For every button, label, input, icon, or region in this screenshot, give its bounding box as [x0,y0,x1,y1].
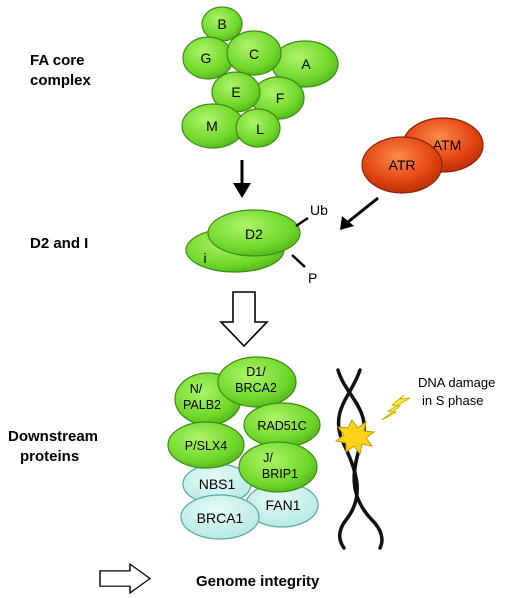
protein-label-palb2: PALB2 [183,398,221,412]
protein-label-nbs1: NBS1 [199,476,236,492]
d2-i-complex: i D2 [185,209,301,273]
label-fa-core-line1: FA core [30,52,84,69]
core-protein-g: G [182,36,234,80]
protein-label-j: J/ [263,451,273,465]
fa-core-complex: B G A C F E M L [181,6,339,149]
arrow-atr-to-d2 [340,196,379,230]
core-protein-c: C [226,30,282,76]
kinase-label-atr: ATR [389,157,416,173]
protein-label-n: N/ [190,382,203,396]
phospho-label: P [308,270,317,286]
core-label-e: E [231,84,240,100]
protein-j-brip1: J/ BRIP1 [238,441,318,493]
protein-d1-brca2: D1/ BRCA2 [217,356,297,408]
protein-label-fan1: FAN1 [265,497,300,513]
core-label-f: F [276,90,285,106]
core-protein-l: L [235,108,281,148]
protein-label-rad51c: RAD51C [257,419,306,433]
label-downstream-line1: Downstream [8,428,98,445]
ubiquitin-label: Ub [310,202,328,218]
core-label-g: G [201,50,212,66]
core-label-a: A [301,56,311,72]
protein-brca1: BRCA1 [180,494,260,540]
protein-rad51c: RAD51C [243,402,321,448]
dna-damage-label-line2: in S phase [422,393,483,408]
arrow-core-to-d2 [233,160,251,198]
dna-damage-label-line1: DNA damage [418,375,495,390]
core-label-m: M [206,118,218,134]
protein-label-brip1: BRIP1 [262,467,298,481]
protein-label-brca2: BRCA2 [235,381,277,395]
core-protein-b: B [201,6,243,42]
lightning-bolt-icon [381,394,411,421]
core-protein-a: A [271,40,339,88]
label-downstream-line2: proteins [20,448,79,465]
core-label-c: C [249,46,259,62]
protein-nbs1: NBS1 [182,463,252,505]
protein-label-p-slx4: P/SLX4 [185,439,227,453]
label-fa-core-line2: complex [30,72,92,89]
label-d2-and-i: D2 and I [30,235,88,252]
kinase-complex: ATM ATR [361,117,484,194]
protein-label-brca1: BRCA1 [197,510,244,526]
kinase-label-atm: ATM [433,137,462,153]
kinase-atr: ATR [361,136,443,194]
genome-integrity-label: Genome integrity [196,573,320,590]
dna-damage-star-icon [334,419,376,456]
protein-d2: D2 [207,209,301,257]
protein-label-d1: D1/ [246,365,266,379]
hollow-arrow-right [99,562,152,595]
protein-label-i: i [203,250,206,266]
protein-label-d2: D2 [245,226,263,242]
phospho-mark: P [291,254,317,286]
ubiquitin-mark: Ub [295,202,328,228]
core-label-b: B [217,16,226,32]
core-protein-m: M [181,103,245,149]
protein-p-slx4: P/SLX4 [167,421,245,469]
hollow-arrow-down [219,291,269,348]
core-label-l: L [256,121,264,137]
dna-helix [336,368,384,550]
downstream-complex: NBS1 FAN1 BRCA1 N/ PALB2 D1/ BRCA2 RAD51… [167,356,321,540]
